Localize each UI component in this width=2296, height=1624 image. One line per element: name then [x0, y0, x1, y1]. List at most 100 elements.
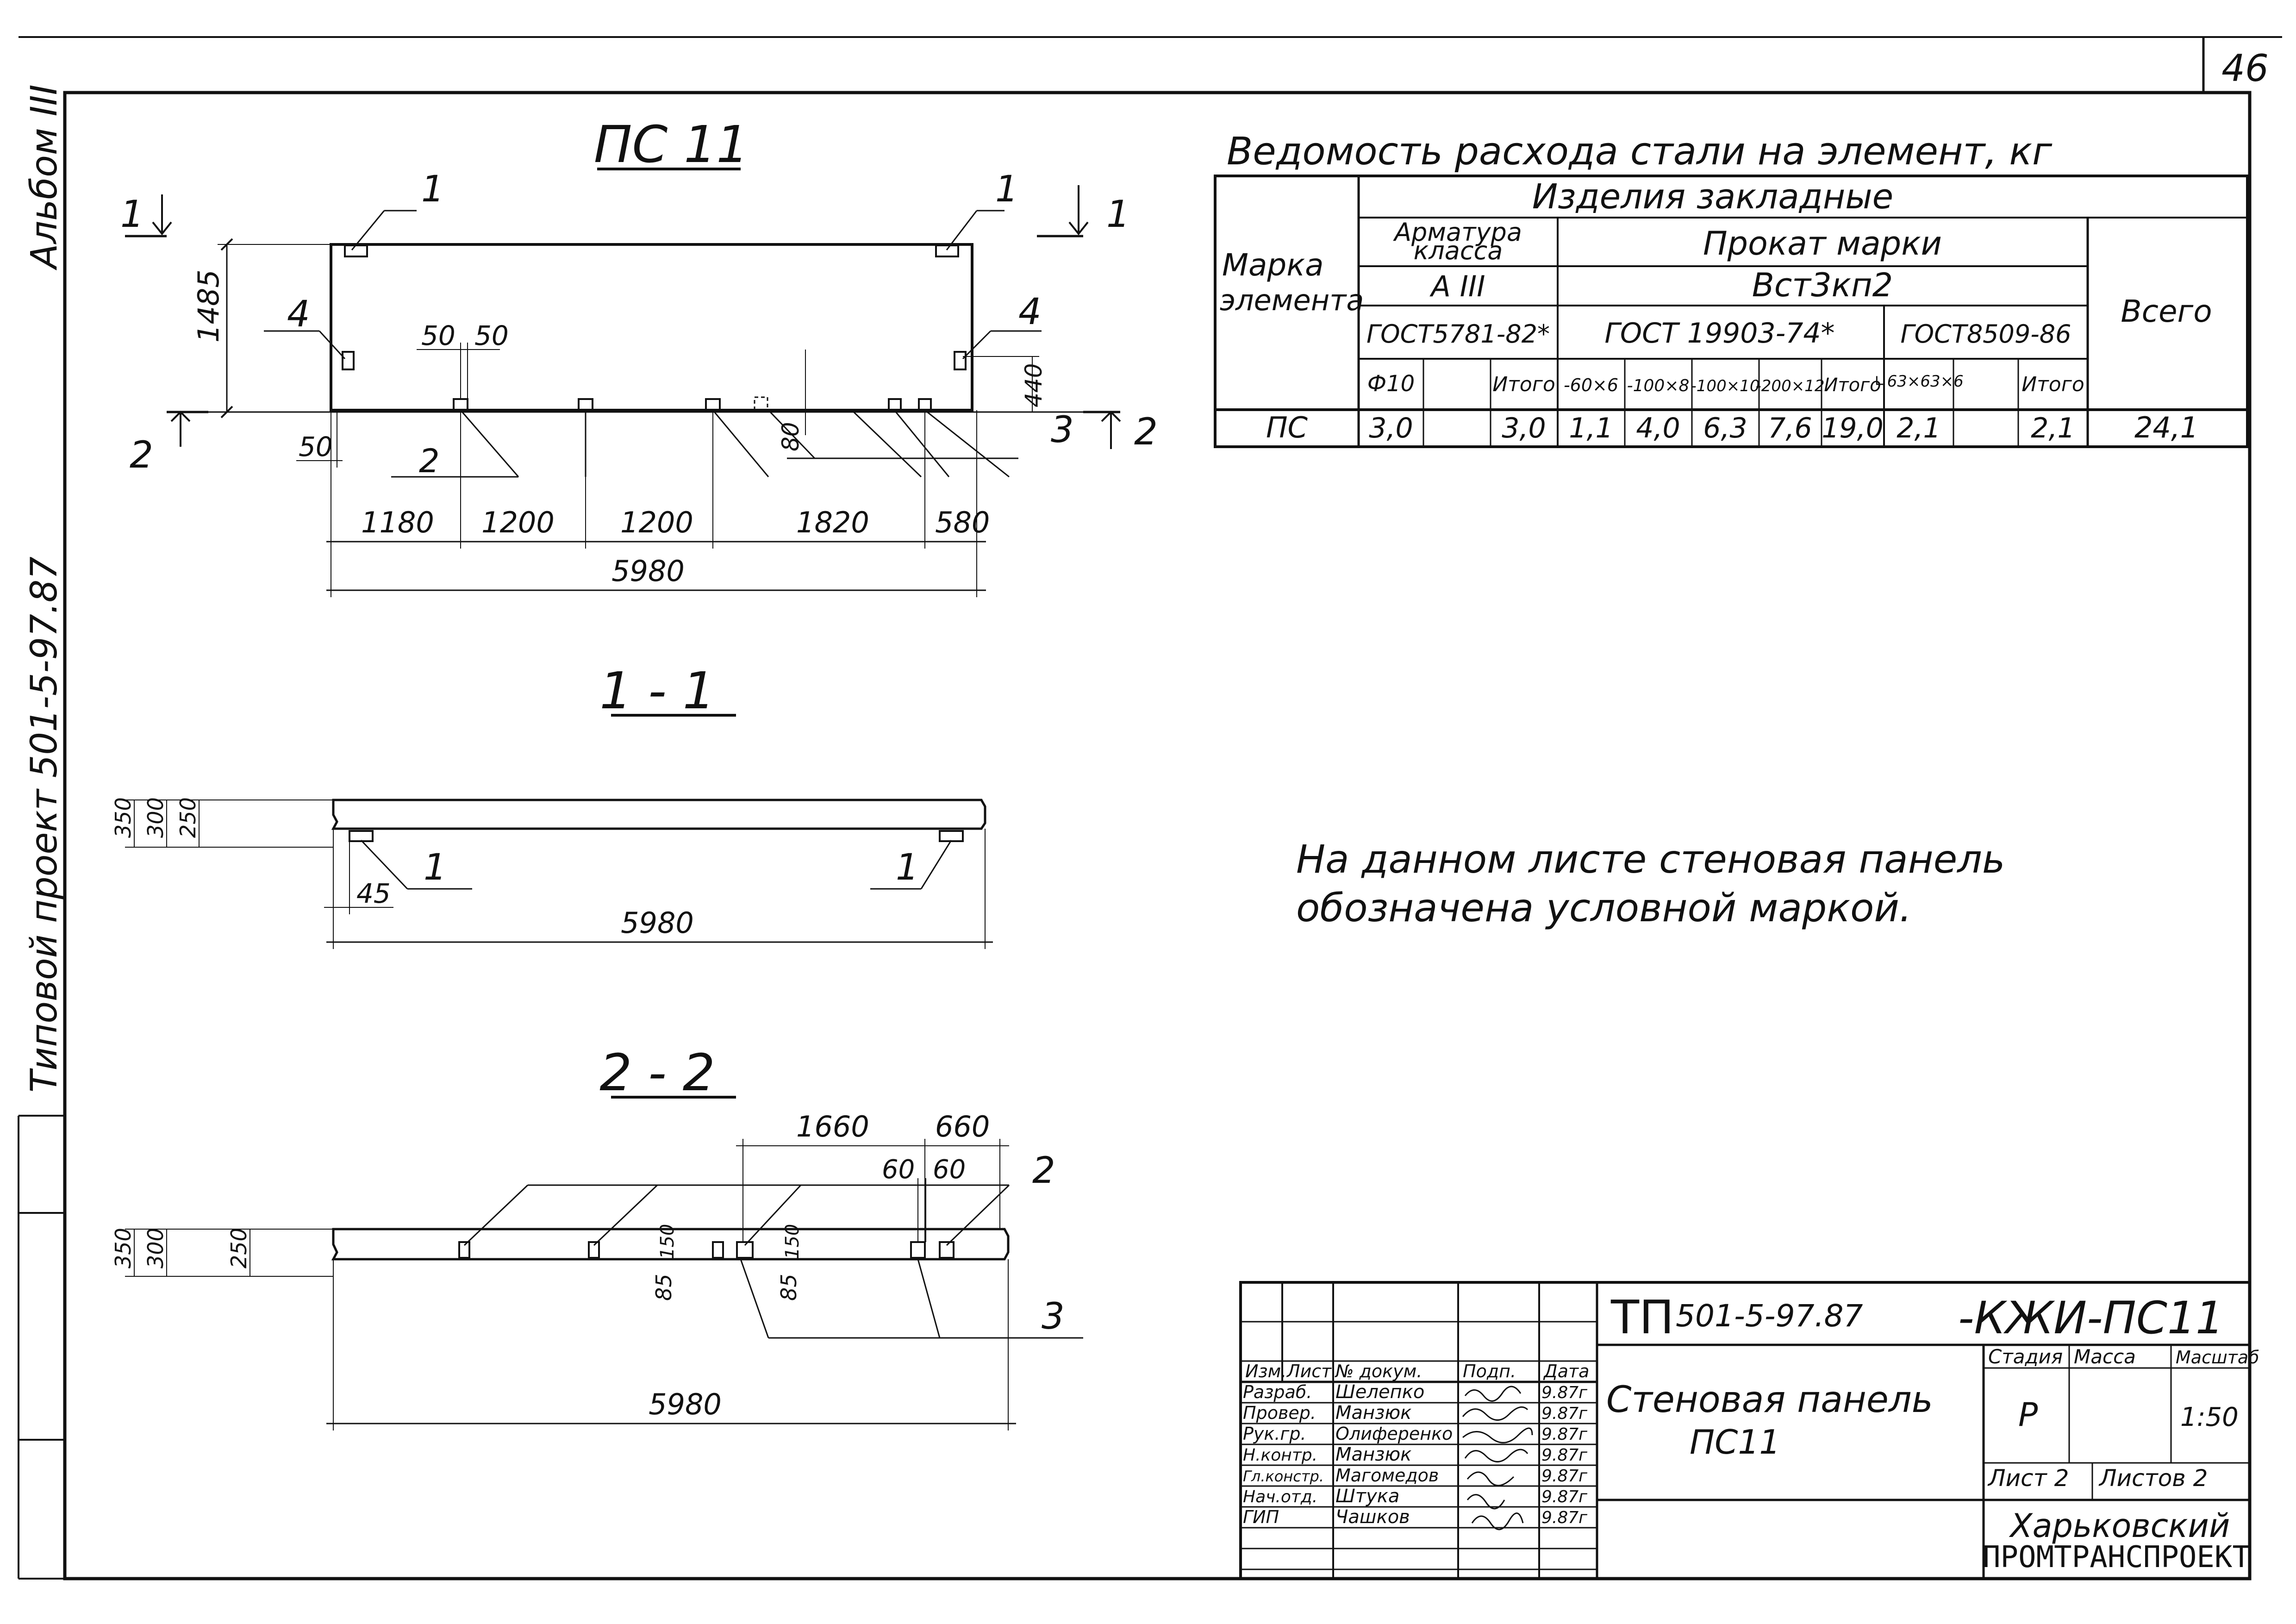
tb-name-5: Штука	[1335, 1486, 1399, 1507]
signature-1	[1462, 1406, 1529, 1421]
th-total: Всего	[2121, 294, 2212, 329]
cut-1-left-label: 1	[120, 193, 144, 236]
steel-table-title: Ведомость расхода стали на элемент, кг	[1227, 130, 2053, 174]
note-line-1: На данном листе стеновая панель	[1296, 837, 2005, 882]
signature-2	[1462, 1427, 1533, 1443]
cut-2-right-label: 2	[1134, 410, 1158, 453]
s11-dim-45: 45	[356, 878, 391, 909]
dim-bottom-5: 580	[935, 506, 990, 539]
row-v-3: 1,1	[1569, 412, 1613, 444]
section-2-2-outline	[331, 1228, 1010, 1261]
tb-date-2: 9.87г	[1541, 1425, 1588, 1444]
signature-4	[1466, 1471, 1515, 1487]
page-number: 46	[2221, 47, 2269, 90]
elevation-title: ПС 11	[594, 115, 749, 174]
tb-date-0: 9.87г	[1541, 1383, 1588, 1402]
tb-name-6: Чашков	[1335, 1506, 1410, 1528]
tb-name-0: Шелепко	[1335, 1381, 1424, 1403]
dim-440: 440	[1020, 363, 1047, 407]
cut-1-right-label: 1	[1106, 193, 1130, 236]
row-v-10: 2,1	[2031, 412, 2075, 444]
s22-dim-150b: 150	[782, 1224, 803, 1259]
sub-h-0: Ф10	[1367, 371, 1415, 397]
th-element: элемента	[1220, 283, 1364, 317]
tb-project-code: ТП	[1610, 1290, 1674, 1344]
dim-total: 5980	[611, 554, 685, 588]
th-gost-3: ГОСТ8509-86	[1901, 319, 2071, 349]
s11-dim-350: 350	[111, 797, 136, 838]
th-mark: Марка	[1222, 247, 1324, 283]
th-items: Изделия закладные	[1532, 177, 1893, 217]
tb-role-4: Гл.констр.	[1243, 1468, 1324, 1485]
dim-bottom-2: 1200	[481, 506, 555, 539]
tb-role-1: Провер.	[1243, 1403, 1316, 1423]
tb-sheets: Листов 2	[2098, 1465, 2208, 1492]
sub-h-8: ∟63×63×6	[1874, 372, 1964, 391]
row-v-0: 3,0	[1369, 412, 1413, 444]
section-1-1-item-1b: 1	[896, 847, 919, 888]
panel-outline	[330, 243, 973, 412]
item-2-label: 2	[419, 442, 440, 480]
s22-dim-150a: 150	[657, 1224, 678, 1259]
side-album-label: Альбом III	[24, 84, 65, 271]
tb-h-sign: Подп.	[1463, 1361, 1516, 1381]
tb-stage: Р	[2018, 1396, 2038, 1434]
cut-2-left-label: 2	[130, 433, 153, 476]
row-v-2: 3,0	[1502, 412, 1546, 444]
item-4-label-b: 4	[1018, 291, 1042, 333]
embed-4-left	[342, 351, 355, 370]
tb-role-0: Разраб.	[1243, 1382, 1312, 1402]
dim-80: 80	[777, 422, 804, 451]
tb-role-6: ГИП	[1243, 1507, 1279, 1527]
section-1-1: 1 - 1 1 1 350 300 250 45 5980	[111, 661, 993, 949]
tb-date-1: 9.87г	[1541, 1404, 1588, 1423]
sub-h-7: Итого	[1824, 375, 1881, 396]
signature-6	[1471, 1512, 1524, 1530]
dim-bottom-3: 1200	[620, 506, 693, 539]
s11-dim-300: 300	[143, 797, 168, 838]
tb-name-1: Манзюк	[1335, 1402, 1411, 1424]
sub-h-10: Итого	[2021, 373, 2084, 396]
s11-dim-250: 250	[175, 797, 200, 838]
th-rebar-2: класса	[1414, 236, 1503, 265]
embed-1-right	[935, 244, 959, 257]
tb-drawing-name-1: Стеновая панель	[1606, 1379, 1933, 1421]
tb-drawing-name-2: ПС11	[1690, 1423, 1780, 1462]
dim-50-c: 50	[299, 431, 333, 462]
tb-date-4: 9.87г	[1541, 1467, 1588, 1486]
tb-date-5: 9.87г	[1541, 1487, 1588, 1506]
sub-h-4: -100×8	[1627, 376, 1690, 395]
tb-role-5: Нач.отд.	[1243, 1487, 1317, 1506]
tb-role-2: Рук.гр.	[1243, 1424, 1306, 1444]
th-rebar-1: Арматура	[1393, 218, 1522, 247]
tb-project-num: 501-5-97.87	[1676, 1298, 1863, 1334]
row-v-4: 4,0	[1636, 412, 1680, 444]
row-mark: ПС	[1266, 411, 1308, 444]
tb-sheet: Лист 2	[1987, 1465, 2069, 1492]
title-block: Изм. Лист № докум. Подп. Дата Разраб. Пр…	[1239, 1281, 2259, 1580]
th-rebar-class: А III	[1429, 269, 1485, 303]
tb-name-3: Манзюк	[1335, 1444, 1411, 1465]
item-1-label-b: 1	[995, 169, 1018, 210]
tb-h-doc: № докум.	[1335, 1361, 1422, 1381]
dim-50-b: 50	[474, 320, 509, 351]
item-3-label: 3	[1051, 409, 1074, 451]
dim-bottom-1: 1180	[361, 506, 434, 539]
elevation-view: ПС 11 1 1 4 4 2	[120, 115, 1158, 597]
dim-bottom-4: 1820	[796, 506, 869, 539]
tb-date-3: 9.87г	[1541, 1446, 1588, 1465]
row-v-8: 2,1	[1897, 412, 1940, 444]
dim-height: 1485	[192, 269, 225, 343]
tb-scale: 1:50	[2180, 1402, 2239, 1432]
s22-item-2: 2	[1032, 1150, 1055, 1192]
s22-dim-300: 300	[143, 1228, 168, 1268]
note: На данном листе стеновая панель обозначе…	[1296, 837, 2005, 931]
section-1-1-outline	[331, 799, 986, 830]
th-rolled: Прокат марки	[1703, 225, 1942, 262]
sub-h-2: Итого	[1492, 373, 1555, 396]
th-gost-1: ГОСТ5781-82*	[1366, 319, 1550, 349]
row-v-6: 7,6	[1768, 412, 1812, 444]
th-gost-2: ГОСТ 19903-74*	[1604, 317, 1834, 350]
row-v-5: 6,3	[1703, 412, 1747, 444]
